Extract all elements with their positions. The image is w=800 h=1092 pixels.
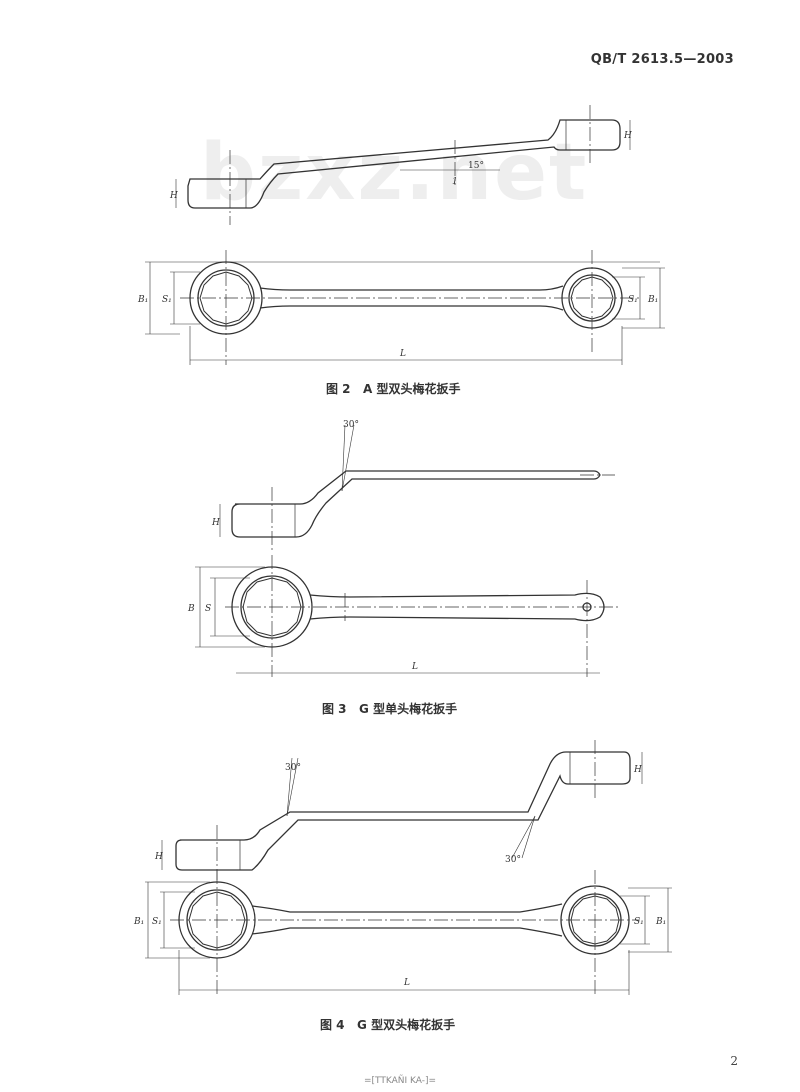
fig3-s-label: S [205, 604, 211, 614]
figure-3-side-view [219, 424, 615, 550]
fig2-b1-right-label: B₁ [647, 295, 658, 305]
figure-4-top-view [145, 870, 672, 995]
fig2-angle-label: 15° [468, 161, 484, 171]
fig4-length-label: L [403, 978, 410, 988]
fig2-one-label: 1 [452, 177, 458, 187]
figure-3-drawing: 30° H B S L [187, 420, 620, 677]
standard-code: QB/T 2613.5—2003 [590, 52, 734, 67]
fig2-s1-right-label: S₁ [628, 295, 638, 305]
fig4-s1-left-label: S₁ [152, 917, 162, 927]
fig3-b-label: B [187, 604, 195, 614]
figure-3-top-view [195, 555, 620, 677]
fig2-h-left-label: H [169, 191, 178, 201]
fig2-s1-left-label: S₁ [162, 295, 172, 305]
watermark: bzxz.net [200, 128, 589, 218]
page-number: 2 [730, 1054, 738, 1068]
figure-2-top-view [145, 250, 665, 365]
fig4-b1-left-label: B₁ [133, 917, 144, 927]
fig4-h-left-label: H [154, 852, 163, 862]
footer-text: =[TTKAÑI KA-]= [363, 1076, 437, 1086]
figure-3-caption: 图 3 G 型单头梅花扳手 [322, 702, 458, 716]
figure-4-caption: 图 4 G 型双头梅花扳手 [320, 1018, 456, 1032]
fig3-length-label: L [411, 662, 418, 672]
figure-4-drawing: 30° 30° H H B₁ S₁ S₁ B₁ L [133, 740, 672, 995]
fig4-angle-bottom-label: 30° [505, 855, 521, 865]
figure-4-side-view [161, 740, 643, 880]
fig3-h-label: H [211, 518, 220, 528]
fig4-s1-right-label: S₁ [634, 917, 644, 927]
fig2-b1-left-label: B₁ [137, 295, 148, 305]
fig2-length-label: L [399, 349, 406, 359]
fig4-b1-right-label: B₁ [655, 917, 666, 927]
figure-2-side-view [175, 105, 631, 225]
fig4-h-right-label: H [633, 765, 642, 775]
figure-2-drawing: H H 1 15° B₁ S₁ S₁ B₁ L [137, 105, 665, 365]
fig4-angle-top-label: 30° [285, 763, 301, 773]
fig3-angle-label: 30° [343, 420, 359, 430]
figure-2-caption: 图 2 A 型双头梅花扳手 [326, 382, 461, 396]
fig2-h-right-label: H [623, 131, 632, 141]
